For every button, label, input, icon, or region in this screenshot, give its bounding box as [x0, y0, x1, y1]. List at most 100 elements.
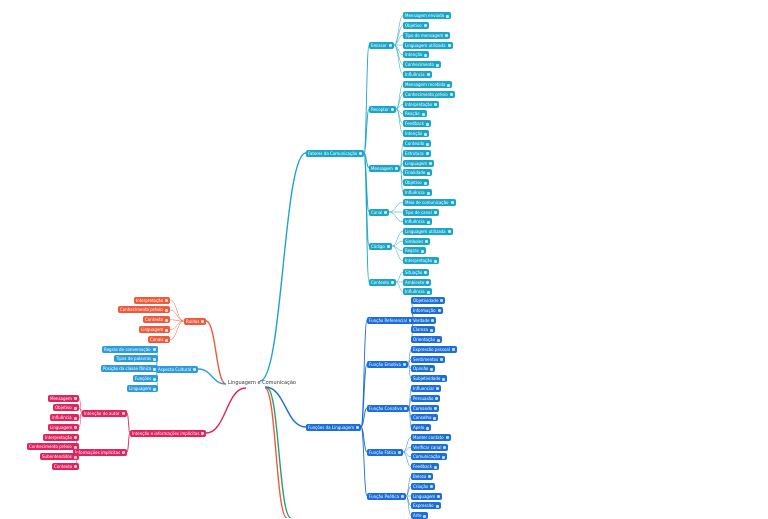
- node-finalidade[interactable]: Finalidade: [403, 169, 432, 176]
- node-aspecto-cultural[interactable]: Aspecto Cultural: [156, 366, 198, 373]
- connector-line: [361, 320, 367, 427]
- node-estrutura[interactable]: Estrutura: [403, 150, 431, 157]
- node-mensagem-recebida[interactable]: Mensagem recebida: [403, 81, 452, 88]
- node-funcao-fatica[interactable]: Função Fática: [367, 449, 403, 456]
- node-codigo[interactable]: Código: [369, 243, 392, 250]
- node-criacao[interactable]: Criação: [411, 483, 435, 490]
- node-simbolos[interactable]: Símbolos: [403, 238, 430, 245]
- node-clareza[interactable]: Clareza: [411, 326, 435, 333]
- node-linguagem[interactable]: Linguagem: [127, 385, 158, 392]
- node-intencao-do-autor[interactable]: Intenção do autor: [82, 410, 127, 417]
- node-ruidos[interactable]: Ruídos: [184, 318, 206, 325]
- node-influencia[interactable]: Influência: [403, 71, 432, 78]
- node-interpretacao[interactable]: Interpretação: [403, 101, 439, 108]
- node-verificar-canal[interactable]: Verificar canal: [411, 444, 448, 451]
- node-linguagem-utilizada[interactable]: Linguagem utilizada: [403, 228, 453, 235]
- node-persuasao[interactable]: Persuasão: [411, 395, 440, 402]
- node-tipos-de-palavras[interactable]: Tipos de palavras: [114, 355, 158, 362]
- node-orientacao[interactable]: Orientação: [411, 336, 442, 343]
- node-contexto[interactable]: Contexto: [52, 463, 79, 470]
- node-linguagem[interactable]: Linguagem: [403, 160, 434, 167]
- node-comunicacao[interactable]: Comunicação: [411, 453, 447, 460]
- node-funcoes-da-linguagem[interactable]: Funções da Linguagem: [306, 424, 361, 431]
- node-fatores-da-comunicacao[interactable]: Fatores da Comunicação: [306, 150, 364, 157]
- node-emissor[interactable]: Emissor: [369, 42, 394, 49]
- connector-line: [389, 202, 403, 212]
- node-tipo-de-mensagem[interactable]: Tipo de mensagem: [403, 32, 450, 39]
- connector-line: [394, 45, 403, 65]
- connector-line: [206, 388, 246, 433]
- node-mensagem[interactable]: Mensagem: [369, 165, 400, 172]
- node-canal[interactable]: Canal: [369, 209, 389, 216]
- node-situacao[interactable]: Situação: [403, 269, 429, 276]
- node-receptor[interactable]: Receptor: [369, 106, 396, 113]
- node-influencia[interactable]: Influência: [50, 414, 79, 421]
- node-informacao[interactable]: Informação: [411, 307, 443, 314]
- node-posicao-da-classe-fonica[interactable]: Posição da classe fônica: [101, 365, 158, 372]
- root-topic[interactable]: Linguagem e Comunicação: [228, 380, 296, 386]
- node-funcao-conativa[interactable]: Função Conativa: [367, 405, 409, 412]
- node-conhecimento-previo[interactable]: Conhecimento prévio: [403, 91, 455, 98]
- node-regras[interactable]: Regras: [403, 247, 426, 254]
- node-funcao-referencial[interactable]: Função Referencial: [367, 317, 414, 324]
- node-meio-de-comunicacao[interactable]: Meio de comunicação: [403, 199, 456, 206]
- node-reacao[interactable]: Reação: [403, 110, 427, 117]
- node-interpretacao[interactable]: Interpretação: [403, 257, 439, 264]
- node-canais[interactable]: Canais: [148, 336, 170, 343]
- node-objetivo[interactable]: Objetivo: [53, 404, 79, 411]
- node-intencao-e-informacoes-implicitas[interactable]: Intenção e informações implícitas: [130, 430, 206, 437]
- node-beleza[interactable]: Beleza: [411, 473, 433, 480]
- node-linguagem-utilizada[interactable]: Linguagem utilizada: [403, 42, 453, 49]
- node-mensagem[interactable]: Mensagem: [48, 395, 79, 402]
- node-emoji-icon: [391, 108, 394, 111]
- node-funcao-emotiva[interactable]: Função Emotiva: [367, 361, 408, 368]
- node-conselho[interactable]: Conselho: [411, 414, 438, 421]
- node-feedback[interactable]: Feedback: [403, 120, 431, 127]
- node-contexto[interactable]: Contexto: [143, 316, 170, 323]
- node-influencia[interactable]: Influência: [403, 218, 432, 225]
- node-funcao-poetica[interactable]: Função Poética: [367, 493, 406, 500]
- node-label: Intenção: [405, 52, 422, 57]
- node-emoji-icon: [426, 143, 429, 146]
- node-label: Função Emotiva: [369, 362, 401, 367]
- node-ambiente[interactable]: Ambiente: [403, 279, 431, 286]
- node-contexto[interactable]: Contexto: [369, 279, 396, 286]
- node-funcoes[interactable]: Funções: [133, 375, 158, 382]
- node-informacoes-implicitas[interactable]: Informações implícitas: [73, 449, 127, 456]
- node-subentendidos[interactable]: Subentendidos: [40, 453, 79, 460]
- node-linguagem[interactable]: Linguagem: [139, 326, 170, 333]
- node-expressao[interactable]: Expressão: [411, 502, 441, 509]
- node-subjetividade[interactable]: Subjetividade: [411, 375, 447, 382]
- node-linguagem[interactable]: Linguagem: [48, 424, 79, 431]
- node-sentimentos[interactable]: Sentimentos: [411, 356, 445, 363]
- node-emoji-icon: [356, 426, 359, 429]
- node-expressao-pessoal[interactable]: Expressão pessoal: [411, 346, 457, 353]
- node-regras-de-conversacao[interactable]: Regras de conversação: [102, 346, 158, 353]
- node-verdade[interactable]: Verdade: [411, 317, 436, 324]
- node-influenciar[interactable]: Influenciar: [411, 385, 441, 392]
- node-opiniao[interactable]: Opinião: [411, 365, 435, 372]
- node-tipo-de-canal[interactable]: Tipo de canal: [403, 209, 439, 216]
- node-objetividade[interactable]: Objetividade: [411, 297, 445, 304]
- node-conhecimento-previo[interactable]: Conhecimento prévio: [118, 306, 170, 313]
- node-conhecimento[interactable]: Conhecimento: [403, 61, 441, 68]
- node-intencao[interactable]: Intenção: [403, 130, 429, 137]
- node-objetivo[interactable]: Objetivo: [403, 179, 429, 186]
- node-comando[interactable]: Comando: [411, 405, 439, 412]
- node-emoji-icon: [450, 93, 453, 96]
- node-interpretacao[interactable]: Interpretação: [43, 434, 79, 441]
- node-manter-contato[interactable]: Manter contato: [411, 434, 451, 441]
- node-label: Função Fática: [369, 450, 396, 455]
- node-linguagem[interactable]: Linguagem: [411, 493, 442, 500]
- node-influencia[interactable]: Influência: [403, 288, 432, 295]
- node-intencao[interactable]: Intenção: [403, 51, 429, 58]
- node-conhecimento-previo[interactable]: Conhecimento prévio: [27, 443, 79, 450]
- node-conteudo[interactable]: Conteúdo: [403, 140, 431, 147]
- node-apelo[interactable]: Apelo: [411, 424, 431, 431]
- node-feedback[interactable]: Feedback: [411, 463, 439, 470]
- node-interpretacao[interactable]: Interpretação: [134, 297, 170, 304]
- node-mensagem-enviada[interactable]: Mensagem enviada: [403, 12, 451, 19]
- node-objetivo[interactable]: Objetivo: [403, 22, 429, 29]
- node-influencia[interactable]: Influência: [403, 189, 432, 196]
- node-emoji-icon: [451, 201, 454, 204]
